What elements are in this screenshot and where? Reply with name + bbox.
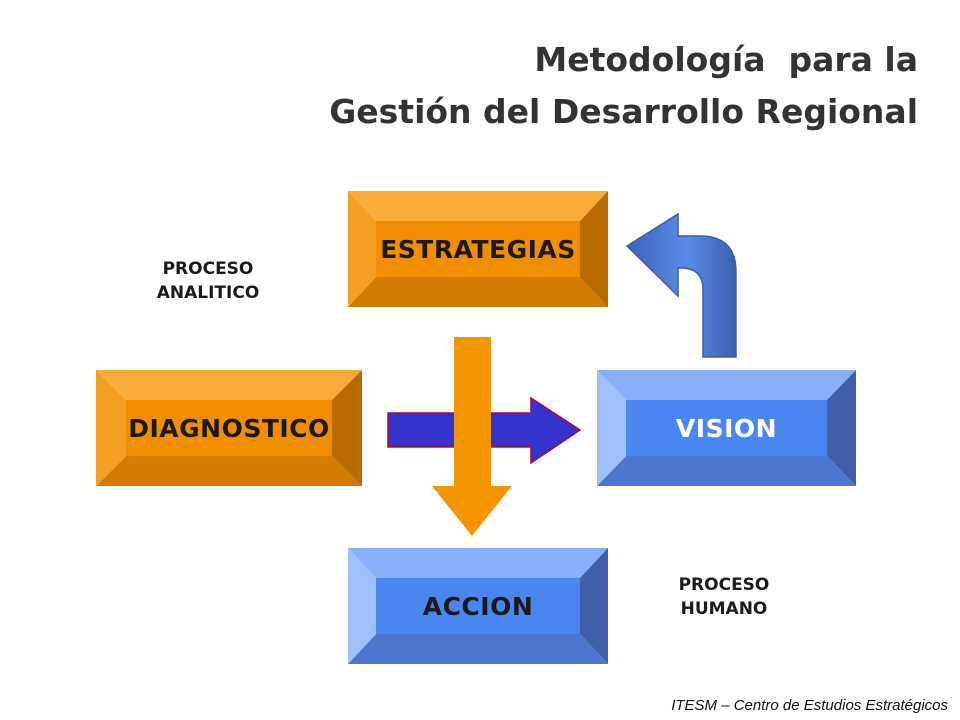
accion-box: ACCION <box>348 548 608 664</box>
estrategias-label: ESTRATEGIAS <box>380 234 576 264</box>
title-line-1: Metodología para la <box>534 40 918 79</box>
diagnostico-box: DIAGNOSTICO <box>96 370 362 486</box>
proceso-humano-line2: HUMANO <box>680 599 768 619</box>
arrow-down-estrategias-to-accion <box>432 337 512 536</box>
vision-bevel <box>597 370 856 486</box>
proceso-humano-line1: PROCESO <box>678 575 770 595</box>
proceso-analitico-label: PROCESO ANALITICO <box>138 257 278 305</box>
proceso-humano-label: PROCESO HUMANO <box>654 573 794 621</box>
vision-box: VISION <box>597 370 856 486</box>
diagnostico-bevel <box>96 370 362 486</box>
curved-arrow-vision-to-estrategias <box>625 212 737 358</box>
vision-label: VISION <box>675 413 778 443</box>
proceso-analitico-line2: ANALITICO <box>156 283 260 303</box>
proceso-analitico-line1: PROCESO <box>162 259 254 279</box>
diagnostico-label: DIAGNOSTICO <box>128 413 330 443</box>
estrategias-box: ESTRATEGIAS <box>348 191 608 307</box>
accion-bevel <box>348 548 608 664</box>
estrategias-bevel <box>348 191 608 307</box>
accion-label: ACCION <box>422 591 534 621</box>
footer-credit: ITESM – Centro de Estudios Estratégicos <box>671 697 948 714</box>
title-line-2: Gestión del Desarrollo Regional <box>329 92 918 131</box>
